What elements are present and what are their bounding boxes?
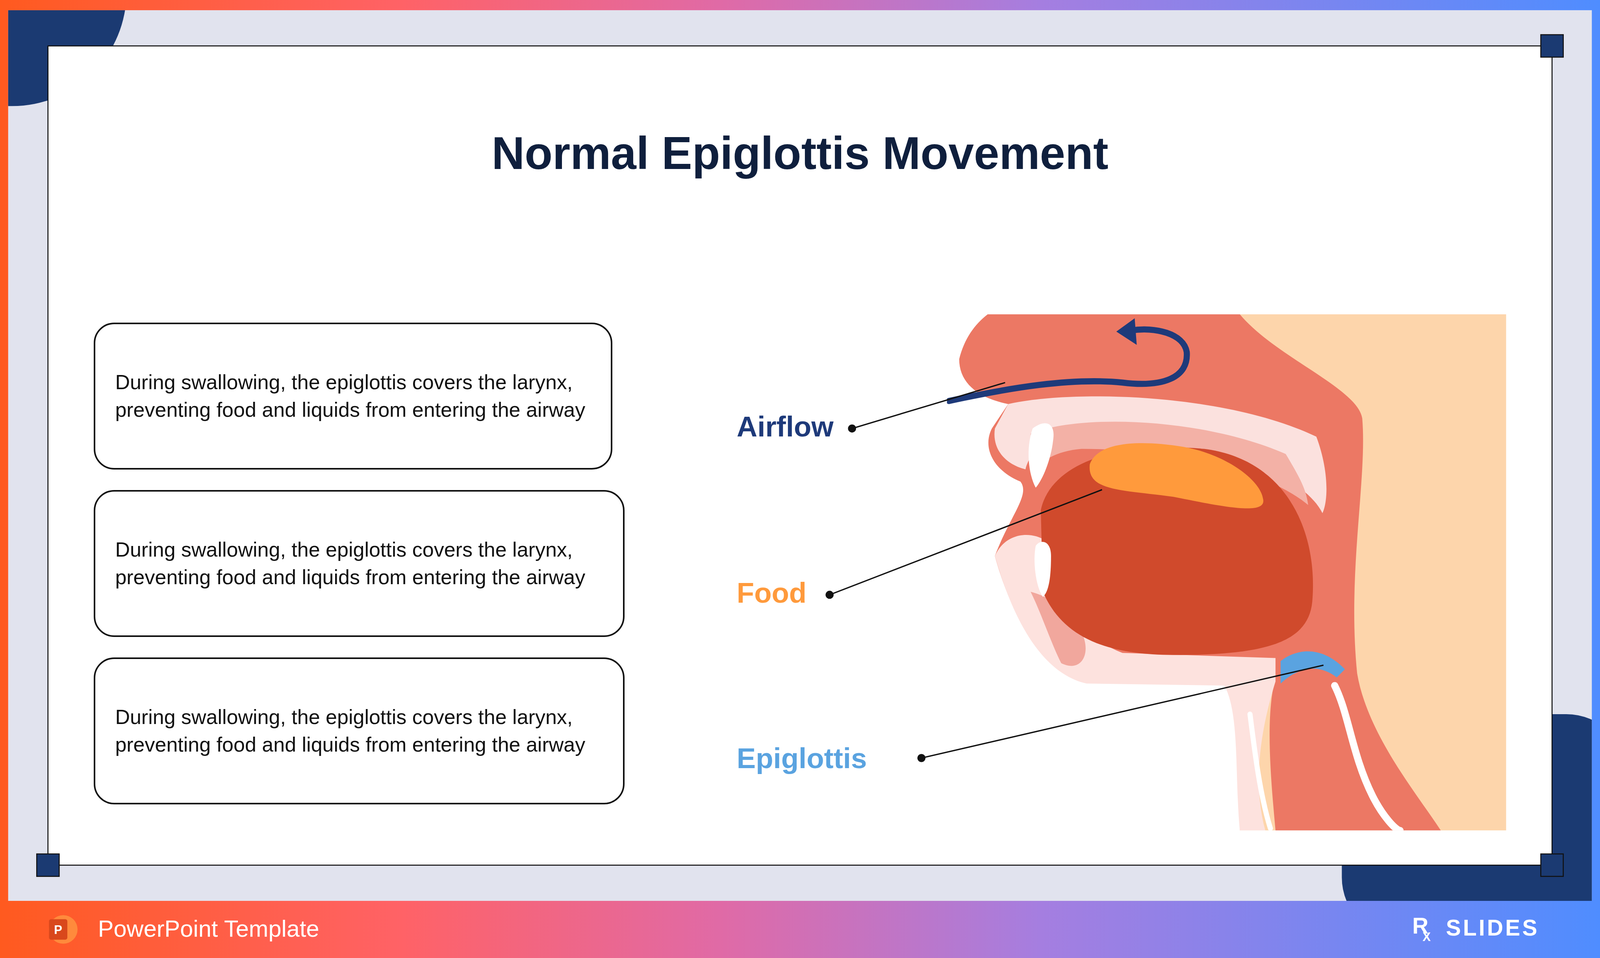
part-label: Epiglottis <box>736 742 867 774</box>
head-outline <box>959 314 1441 831</box>
food-bolus <box>1089 443 1264 509</box>
leader-line <box>921 665 1324 759</box>
logo-subscript: X <box>1422 930 1431 944</box>
text-box: During swallowing, the epiglottis covers… <box>93 489 625 637</box>
part-label: Food <box>736 577 807 609</box>
trachea-wall <box>1334 685 1400 831</box>
box-text: During swallowing, the epiglottis covers… <box>114 702 599 759</box>
slide-title: Normal Epiglottis Movement <box>0 126 1600 180</box>
corner-square <box>1540 853 1564 877</box>
leader-line <box>829 489 1103 595</box>
logo-wordmark: SLIDES <box>1446 915 1540 940</box>
box-text: During swallowing, the epiglottis covers… <box>114 368 587 424</box>
ppt-icon-letter: P <box>53 922 63 937</box>
upper-tooth <box>1028 423 1054 488</box>
corner-square <box>1540 34 1564 58</box>
footer-text: PowerPoint Template <box>98 915 320 942</box>
lower-tooth <box>1034 541 1052 597</box>
part-label: Airflow <box>736 410 834 443</box>
text-box: During swallowing, the epiglottis covers… <box>93 322 612 470</box>
leader-line <box>852 382 1006 429</box>
leader-dot <box>917 753 926 762</box>
ppt-icon-circle <box>48 914 78 944</box>
esophagus-wall <box>1249 713 1271 829</box>
text-box: During swallowing, the epiglottis covers… <box>93 657 625 805</box>
leader-dot <box>847 424 857 433</box>
head-illustration <box>949 314 1507 831</box>
leader-dot <box>825 590 834 599</box>
corner-square <box>36 853 60 877</box>
airflow-arrowhead <box>1116 318 1137 345</box>
airflow-arrow <box>949 329 1187 401</box>
ppt-icon-tile <box>48 919 68 940</box>
box-text: During swallowing, the epiglottis covers… <box>114 535 599 591</box>
